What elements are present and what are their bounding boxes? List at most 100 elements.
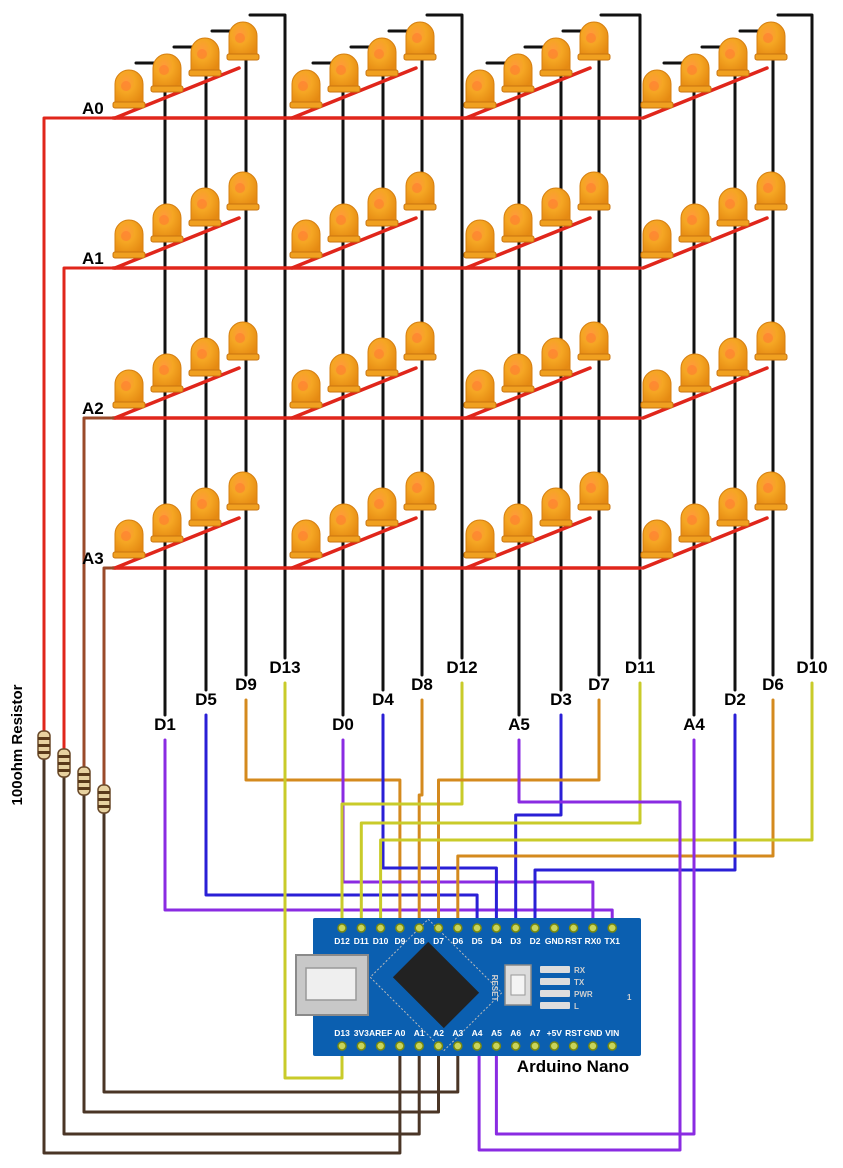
- status-led: [540, 990, 570, 997]
- led-rim: [754, 353, 788, 361]
- bottom-pin-label: +5V: [547, 1028, 563, 1038]
- column-label: D13: [269, 658, 300, 677]
- top-pin-label: RX0: [585, 936, 602, 946]
- led-icon: [539, 487, 573, 527]
- led-rim: [577, 503, 611, 511]
- column-label: A4: [683, 715, 705, 734]
- led-rim: [501, 535, 535, 543]
- led-icon: [539, 37, 573, 77]
- top-pin-label: D9: [394, 936, 405, 946]
- led-glow: [197, 199, 207, 209]
- led-glow: [121, 81, 131, 91]
- bottom-pin-label: A6: [510, 1028, 521, 1038]
- led-glow: [197, 349, 207, 359]
- column-wires: [134, 13, 814, 717]
- layer-label: A1: [82, 249, 104, 268]
- led-rim: [289, 251, 323, 259]
- nano-wire: [514, 713, 563, 926]
- led-glow: [374, 499, 384, 509]
- resistor-band: [98, 791, 110, 794]
- led-rim: [226, 53, 260, 61]
- led-glow: [472, 231, 482, 241]
- resistor-band: [78, 787, 90, 790]
- column-label: D2: [724, 690, 746, 709]
- reset-button-icon: [504, 964, 532, 1006]
- pin-header: [530, 923, 540, 933]
- top-pin-label: D12: [334, 936, 350, 946]
- led-rim: [716, 369, 750, 377]
- led-glow: [121, 531, 131, 541]
- led-glow: [548, 49, 558, 59]
- led-glow: [336, 515, 346, 525]
- led-rim: [640, 551, 674, 559]
- led-icon: [678, 203, 712, 243]
- led-rim: [640, 101, 674, 109]
- resistor-lead-wire: [102, 812, 460, 1094]
- pin-header: [337, 1041, 347, 1051]
- pin-header: [549, 923, 560, 933]
- led-glow: [548, 349, 558, 359]
- led-glow: [548, 499, 558, 509]
- led-rim: [501, 85, 535, 93]
- led-icon: [754, 471, 788, 511]
- led-glow: [336, 215, 346, 225]
- led-glow: [197, 499, 207, 509]
- bottom-pin-label: A5: [491, 1028, 502, 1038]
- pin-header: [472, 923, 482, 933]
- led-glow: [763, 333, 773, 343]
- led-rim: [150, 85, 184, 93]
- status-led-label: TX: [574, 978, 585, 987]
- top-pin-label: D11: [354, 936, 369, 946]
- nano-wire: [494, 738, 696, 1136]
- led-icon: [289, 369, 323, 409]
- top-pin-label: RST: [565, 936, 583, 946]
- resistor-band: [78, 773, 90, 776]
- led-icon: [188, 37, 222, 77]
- led-rim: [112, 251, 146, 259]
- led-glow: [586, 483, 596, 493]
- led-glow: [235, 333, 245, 343]
- led-glow: [763, 183, 773, 193]
- led-rim: [365, 219, 399, 227]
- reset-label: RESET: [490, 975, 499, 1002]
- pin-header: [414, 1041, 424, 1051]
- bottom-pin-label: 3V3: [354, 1028, 369, 1038]
- layer-feed-wire: [62, 266, 115, 750]
- led-icon: [327, 503, 361, 543]
- led-rim: [678, 85, 712, 93]
- led-glow: [649, 381, 659, 391]
- pin-header: [607, 1041, 617, 1051]
- led-icon: [716, 337, 750, 377]
- bottom-pin-label: RST: [565, 1028, 583, 1038]
- led-icon: [365, 187, 399, 227]
- led-rim: [327, 385, 361, 393]
- resistor-label: 100ohm Resistor: [9, 684, 26, 805]
- status-led: [540, 1002, 570, 1009]
- resistor-band: [98, 798, 110, 801]
- led-glow: [412, 183, 422, 193]
- status-led: [540, 978, 570, 985]
- reset-cap: [510, 974, 526, 996]
- pin-header: [549, 1041, 560, 1051]
- led-glow: [763, 33, 773, 43]
- led-rim: [678, 385, 712, 393]
- pin-header: [337, 923, 347, 933]
- status-led-label: PWR: [574, 990, 593, 999]
- led-icon: [226, 21, 260, 61]
- resistor-band: [38, 751, 50, 754]
- pin-header: [356, 923, 367, 933]
- chip-body: [392, 941, 480, 1029]
- led-icon: [226, 471, 260, 511]
- led-icon: [289, 219, 323, 259]
- resistor-band: [78, 780, 90, 783]
- led-icon: [716, 487, 750, 527]
- bottom-pin-label: A3: [452, 1028, 463, 1038]
- pin-header: [433, 923, 444, 933]
- led-icon: [640, 369, 674, 409]
- led-icon: [501, 53, 535, 93]
- column-label: D4: [372, 690, 394, 709]
- pin-header: [568, 1041, 579, 1051]
- led-grid: [112, 21, 788, 559]
- layer-feed-wire: [42, 116, 115, 732]
- pin-header: [491, 1041, 502, 1051]
